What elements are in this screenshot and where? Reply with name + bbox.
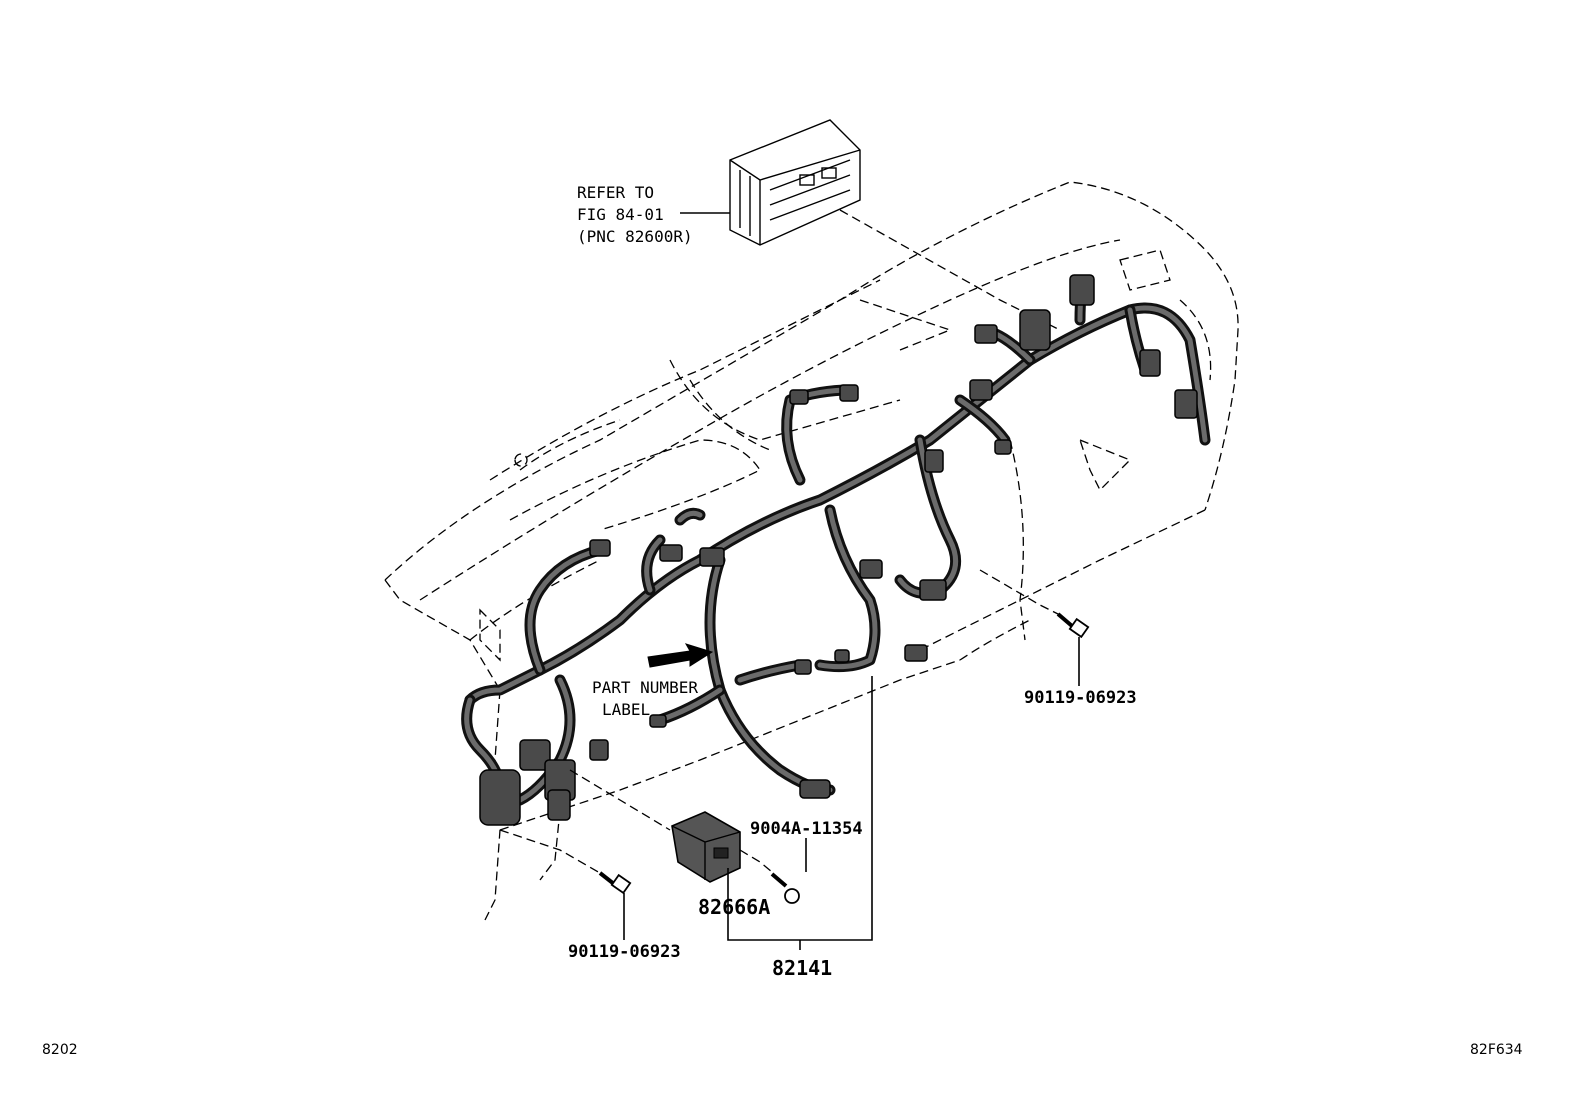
- bolt-left-part-number[interactable]: 90119-06923: [568, 942, 681, 962]
- bolt-right-icon: [1056, 612, 1090, 639]
- part-number-label-line1: PART NUMBER: [592, 678, 698, 697]
- figure-code-left: 8202: [42, 1042, 78, 1058]
- connector-part-number[interactable]: 82666A: [698, 895, 770, 919]
- part-number-arrow-icon: [647, 643, 714, 668]
- connector-82666a-icon: [671, 811, 741, 883]
- screw-part-number[interactable]: 9004A-11354: [750, 819, 863, 839]
- bolt-left-icon: [598, 871, 632, 895]
- refer-to-line1: REFER TO: [577, 183, 654, 202]
- harness-part-number[interactable]: 82141: [772, 956, 832, 980]
- screw-dashline: [739, 849, 773, 873]
- figure-code-right: 82F634: [1470, 1042, 1523, 1058]
- refer-to-line3: (PNC 82600R): [577, 227, 693, 246]
- bolt-right-part-number[interactable]: 90119-06923: [1024, 688, 1137, 708]
- bolt-left-dashline: [499, 829, 601, 874]
- junction-block: [729, 119, 861, 246]
- screw-icon: [770, 872, 800, 904]
- bolt-right-dashline: [979, 569, 1061, 616]
- harness-connectors: [479, 274, 1198, 826]
- connector-dashline: [569, 769, 671, 831]
- wire-harness: [461, 274, 1211, 806]
- refer-to-line2: FIG 84-01: [577, 205, 664, 224]
- part-number-label-line2: LABEL: [602, 700, 650, 719]
